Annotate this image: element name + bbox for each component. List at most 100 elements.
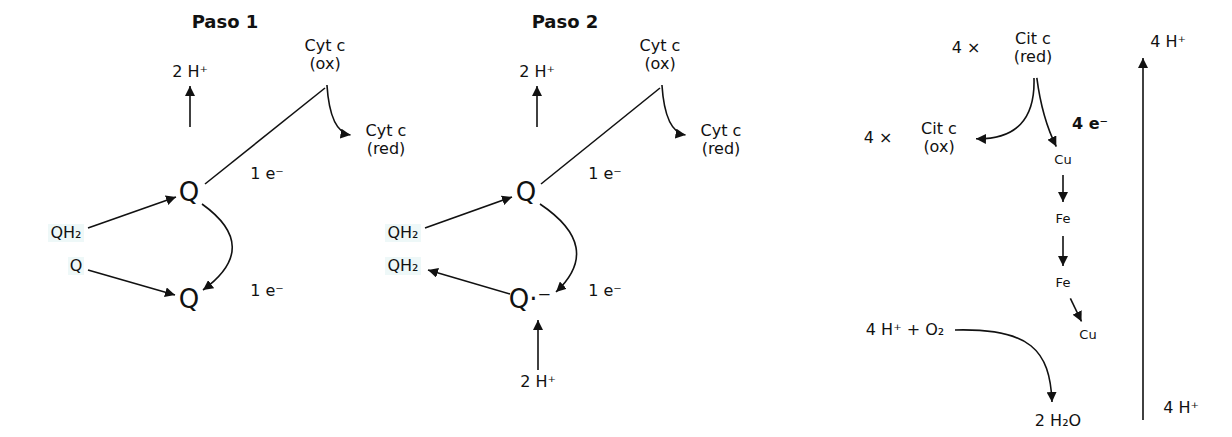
lipid-tail [1175, 242, 1176, 264]
lipid-head [322, 203, 339, 220]
lipid-head [1080, 264, 1097, 281]
lipid-tail [117, 220, 118, 243]
lipid-head [918, 264, 935, 281]
lipid-tail [291, 220, 292, 243]
lipid-head [900, 264, 917, 281]
lipid-tail [657, 245, 658, 268]
complex-iii-box: Paso 1Q1 e⁻Q1 e⁻ [133, 127, 318, 360]
lipid-tail [603, 245, 604, 268]
lipid-tail [147, 220, 148, 243]
lipid-tail [507, 220, 508, 243]
lipid-tail [435, 220, 436, 243]
lipid-tail [851, 218, 852, 240]
lipid-tail [977, 218, 978, 240]
lipid-tail [729, 245, 730, 268]
chem-label: 2 H₂O [1035, 412, 1081, 430]
lipid-tail [117, 245, 118, 268]
lipid-tail [171, 245, 172, 268]
lipid-tail [669, 220, 670, 243]
lipid-tail [135, 245, 136, 268]
lipid-tail [327, 245, 328, 268]
lipid-tail [345, 220, 346, 243]
lipid-tail [869, 242, 870, 264]
lipid-head [430, 203, 447, 220]
lipid-head [88, 203, 105, 220]
node-text: Cyt c (ox) [295, 37, 355, 74]
lipid-head [846, 264, 863, 281]
lipid-tail [995, 242, 996, 264]
lipid-tail [651, 245, 652, 268]
lipid-head [1134, 264, 1151, 281]
lipid-tail [423, 245, 424, 268]
lipid-tail [1103, 242, 1104, 264]
lipid-tail [369, 245, 370, 268]
lipid-tail [489, 220, 490, 243]
lipid-tail [801, 220, 802, 243]
lipid-head [574, 269, 591, 286]
lipid-tail [1055, 242, 1056, 264]
lipid-head [1116, 264, 1133, 281]
lipid-head [250, 203, 267, 220]
lipid-head [1098, 264, 1115, 281]
lipid-tail [887, 242, 888, 264]
lipid-tail [747, 220, 748, 243]
lipid-tail [345, 245, 346, 268]
protein-complex [1021, 106, 1197, 390]
lipid-tail [255, 245, 256, 268]
heme-iron-outline [1047, 203, 1080, 236]
cytochrome-c-outline [996, 19, 1071, 78]
node-text: Q·⁻ [509, 285, 551, 315]
protein-complex [471, 128, 655, 360]
lipid-head [142, 203, 159, 220]
lipid-head [1080, 201, 1097, 218]
lipid-tail [327, 220, 328, 243]
lipid-head [358, 269, 375, 286]
lipid-head [772, 269, 789, 286]
lipid-tail [459, 220, 460, 243]
lipid-tail [983, 242, 984, 264]
lipid-tail [471, 220, 472, 243]
node-text: 1 e⁻ [588, 165, 622, 183]
lipid-tail [603, 220, 604, 243]
lipid-tail [729, 220, 730, 243]
lipid-tail [887, 218, 888, 240]
complex-iii-box-shape [470, 127, 655, 360]
lipid-tail [561, 220, 562, 243]
lipid-head [1098, 201, 1115, 218]
lipid-head [34, 269, 51, 286]
copper-center: Cu [1073, 320, 1103, 350]
lipid-tail [585, 220, 586, 243]
lipid-tail [1109, 218, 1110, 240]
lipid-tail [3, 220, 4, 243]
lipid-tail [657, 220, 658, 243]
lipid-tail [27, 245, 28, 268]
complex-iii-box: Paso 2Q1 e⁻Q·⁻1 e⁻ [470, 127, 655, 360]
lipid-head [574, 203, 591, 220]
lipid-tail [747, 245, 748, 268]
node-text: 1 e⁻ [250, 165, 284, 183]
lipid-tail [183, 220, 184, 243]
lipid-head [16, 203, 33, 220]
lipid-tail [495, 245, 496, 268]
lipid-tail [777, 220, 778, 243]
lipid-tail [63, 245, 64, 268]
lipid-tail [441, 220, 442, 243]
lipid-tail [111, 220, 112, 243]
lipid-tail [801, 245, 802, 268]
lipid-tail [1001, 242, 1002, 264]
lipid-tail [1145, 242, 1146, 264]
copper-center: Cu [1048, 145, 1078, 175]
lipid-tail [795, 245, 796, 268]
lipid-tail [99, 245, 100, 268]
lipid-head [736, 269, 753, 286]
lipid-tail [1217, 218, 1218, 240]
lipid-tail [833, 242, 834, 264]
lipid-tail [711, 245, 712, 268]
lipid-tail [441, 245, 442, 268]
lipid-tail [893, 242, 894, 264]
lipid-head [936, 201, 953, 218]
node-text: Cyt c (red) [691, 122, 751, 159]
lipid-tail [875, 242, 876, 264]
lipid-head [754, 269, 771, 286]
lipid-tail [783, 245, 784, 268]
